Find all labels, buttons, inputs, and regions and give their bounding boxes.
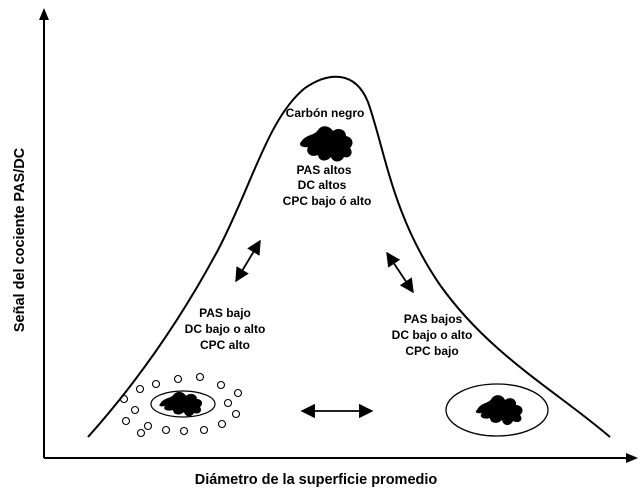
double-arrow-top-left	[235, 239, 261, 283]
small-circle	[195, 372, 205, 382]
right-aggregate-ellipse	[445, 383, 549, 437]
top-region-line-2: DC altos	[298, 178, 347, 192]
carbon-black-aggregate-right	[475, 395, 523, 426]
y-axis-arrowhead	[39, 8, 49, 20]
left-aggregate-ellipse	[150, 390, 216, 418]
x-axis-arrowhead	[626, 453, 638, 463]
small-circle	[216, 380, 226, 390]
carbon-black-aggregate-top	[299, 126, 353, 162]
carbon-black-aggregate-left	[159, 391, 203, 417]
top-region-line-3: CPC bajo ó alto	[283, 194, 372, 208]
bell-curve	[87, 75, 611, 438]
double-arrow-top-right	[386, 251, 414, 294]
y-axis-title: Señal del cociente PAS/DC	[12, 147, 28, 332]
top-region-line-1: PAS altos	[296, 163, 351, 177]
left-region-line-1: PAS bajo	[199, 306, 251, 320]
small-circle	[231, 409, 241, 419]
small-circle	[199, 425, 209, 435]
right-region-line-3: CPC bajo	[405, 344, 458, 358]
small-circle	[173, 374, 183, 384]
small-circle	[161, 425, 171, 435]
x-axis-title: Diámetro de la superficie promedio	[195, 472, 438, 488]
small-circle	[143, 421, 153, 431]
small-circles	[119, 372, 243, 438]
top-region-title: Carbón negro	[286, 106, 365, 120]
small-circle	[130, 405, 140, 415]
small-circle	[233, 388, 243, 398]
small-circle	[217, 419, 227, 429]
agglomerated-aggregate-group	[445, 383, 549, 437]
small-circle	[136, 428, 146, 438]
small-circle	[151, 379, 161, 389]
small-circle	[135, 384, 145, 394]
dispersed-aggregate-group	[119, 372, 243, 438]
left-region-line-3: CPC alto	[200, 338, 250, 352]
right-region-line-1: PAS bajos	[404, 312, 463, 326]
small-circle	[119, 394, 129, 404]
left-region-line-2: DC bajo o alto	[185, 322, 266, 336]
small-circle	[179, 426, 189, 436]
right-region-line-2: DC bajo o alto	[392, 328, 473, 342]
small-circle	[223, 398, 233, 408]
small-circle	[121, 416, 131, 426]
